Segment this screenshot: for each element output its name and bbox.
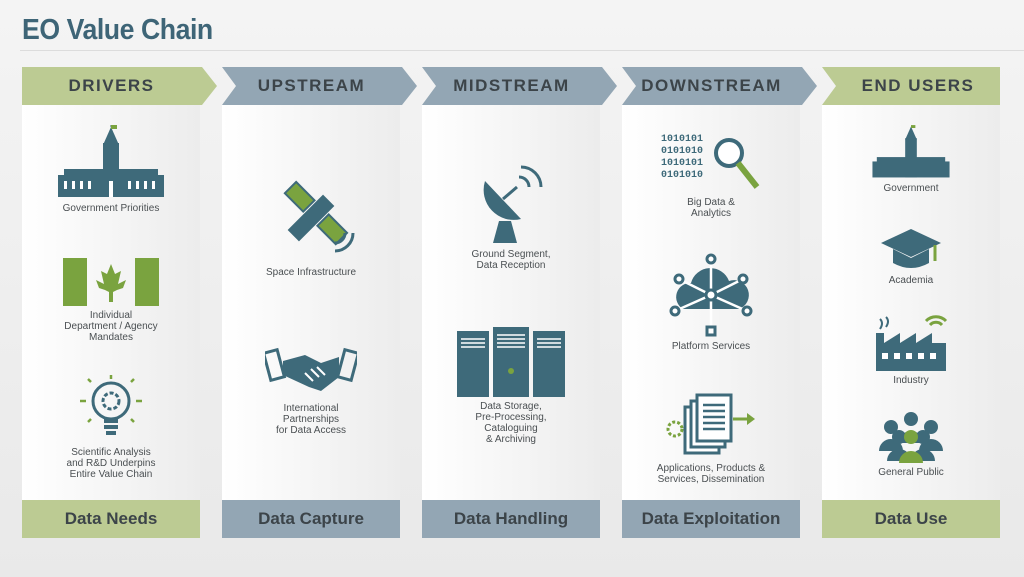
item-space-infrastructure: Space Infrastructure: [222, 173, 400, 278]
svg-text:1010101: 1010101: [661, 158, 703, 169]
item-label: Data Storage, Pre-Processing, Cataloguin…: [475, 401, 547, 445]
item-label: Individual Department / Agency Mandates: [64, 310, 158, 343]
item-label: General Public: [878, 467, 944, 478]
item-label: Big Data & Analytics: [687, 197, 735, 219]
item-government-priorities: Government Priorities: [22, 125, 200, 214]
header-downstream: DOWNSTREAM: [622, 67, 817, 105]
page-title: EO Value Chain: [22, 14, 213, 46]
item-ground-segment: Ground Segment, Data Reception: [422, 159, 600, 271]
column-body: [422, 105, 600, 500]
header-drivers: DRIVERS: [22, 67, 217, 105]
satellite-icon: [283, 180, 355, 253]
item-international-partnerships: International Partnerships for Data Acce…: [222, 343, 400, 436]
item-label: Government: [883, 183, 939, 194]
item-department-mandates: Individual Department / Agency Mandates: [22, 258, 200, 343]
graduation-cap-icon: [881, 229, 941, 268]
factory-icon: [876, 315, 948, 371]
svg-text:1010101: 1010101: [661, 134, 703, 145]
column-body: [222, 105, 400, 500]
parliament-icon: [58, 125, 164, 197]
footer-data-needs: Data Needs: [22, 500, 200, 538]
svg-text:0101010: 0101010: [661, 146, 703, 157]
parliament-icon: [872, 125, 950, 178]
item-label: Industry: [893, 375, 929, 386]
canada-flag-icon: [63, 258, 159, 306]
column-end-users: END USERS Government Academia Industry G…: [822, 67, 1000, 538]
column-drivers: DRIVERS Government Priorities Individual…: [22, 67, 217, 538]
item-scientific-analysis: Scientific Analysis and R&D Underpins En…: [22, 373, 200, 480]
footer-data-capture: Data Capture: [222, 500, 400, 538]
item-label: Academia: [888, 275, 934, 286]
item-label: Applications, Products & Services, Disse…: [656, 463, 766, 485]
item-academia: Academia: [822, 227, 1000, 286]
footer-data-use: Data Use: [822, 500, 1000, 538]
people-group-icon: [879, 412, 943, 463]
footer-data-exploitation: Data Exploitation: [622, 500, 800, 538]
item-label: Government Priorities: [62, 203, 160, 214]
item-label: Space Infrastructure: [265, 267, 357, 278]
item-label: Ground Segment, Data Reception: [471, 249, 551, 271]
cloud-network-icon: [669, 253, 753, 337]
item-label: Platform Services: [671, 341, 751, 352]
item-government: Government: [822, 125, 1000, 194]
header-end-users: END USERS: [822, 67, 1000, 105]
documents-arrow-icon: [666, 393, 755, 455]
item-data-storage: Data Storage, Pre-Processing, Cataloguin…: [422, 327, 600, 445]
server-racks-icon: [457, 327, 565, 397]
divider: [20, 50, 1024, 51]
satellite-dish-icon: [483, 165, 543, 243]
header-midstream: MIDSTREAM: [422, 67, 617, 105]
handshake-icon: [265, 347, 357, 391]
column-upstream: UPSTREAM Space Infrastructure Internatio…: [222, 67, 417, 538]
header-upstream: UPSTREAM: [222, 67, 417, 105]
item-general-public: General Public: [822, 411, 1000, 478]
svg-text:0101010: 0101010: [661, 170, 703, 181]
item-platform-services: Platform Services: [622, 253, 800, 352]
item-applications: Applications, Products & Services, Disse…: [622, 393, 800, 485]
column-midstream: MIDSTREAM Ground Segment, Data Reception…: [422, 67, 617, 538]
item-industry: Industry: [822, 313, 1000, 386]
item-label: International Partnerships for Data Acce…: [275, 403, 347, 436]
item-label: Scientific Analysis and R&D Underpins En…: [66, 447, 156, 480]
footer-data-handling: Data Handling: [422, 500, 600, 538]
lightbulb-gear-icon: [80, 375, 142, 435]
